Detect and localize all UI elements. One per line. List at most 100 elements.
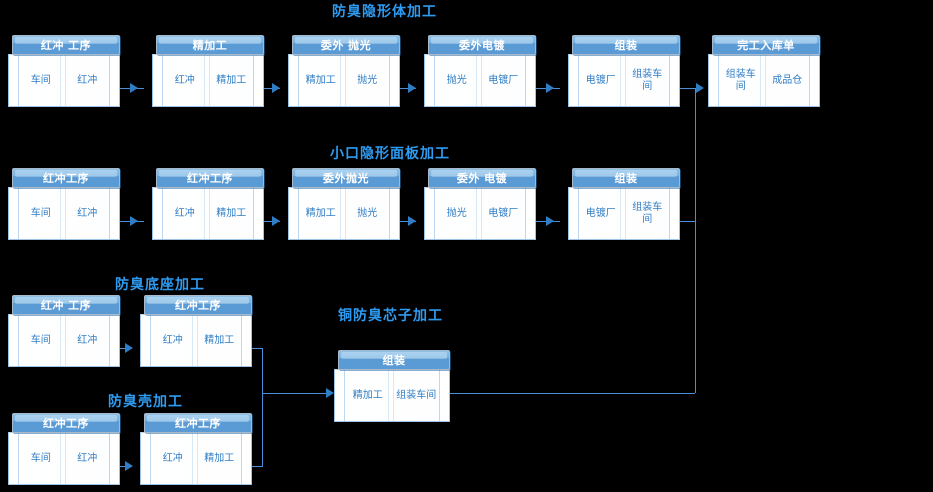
process-node-cell[interactable]: 红冲 xyxy=(162,452,183,464)
process-node-cell[interactable]: 抛光 xyxy=(339,188,391,239)
group-title: 防臭底座加工 xyxy=(115,277,205,293)
process-node-body: 组装车间成品仓 xyxy=(708,54,820,107)
process-node-cell[interactable]: 精加工 xyxy=(203,188,255,239)
process-node[interactable]: 红冲 工序车间红冲 xyxy=(8,35,120,107)
process-node-header[interactable]: 组装 xyxy=(572,168,680,188)
process-node-header[interactable]: 精加工 xyxy=(156,35,264,55)
process-node-cell[interactable]: 车间 xyxy=(30,334,51,346)
connector-arrow-icon xyxy=(696,83,704,93)
process-node-body: 抛光电镀厂 xyxy=(424,187,536,240)
process-node-body: 车间红冲 xyxy=(8,187,120,240)
process-node-cell[interactable]: 车间 xyxy=(30,452,51,464)
process-node[interactable]: 红冲 工序车间红冲 xyxy=(8,295,120,367)
process-node-cell[interactable]: 精加工 xyxy=(191,433,243,484)
process-node-header[interactable]: 红冲 工序 xyxy=(12,295,120,315)
process-node-body: 抛光电镀厂 xyxy=(424,54,536,107)
connector-arrow-icon xyxy=(272,216,280,226)
process-node-cell[interactable]: 红冲 xyxy=(174,207,195,219)
process-node[interactable]: 组装电镀厂组装车间 xyxy=(568,168,680,240)
process-node-body: 精加工抛光 xyxy=(288,54,400,107)
process-node-cell[interactable]: 组装车间 xyxy=(725,68,756,92)
process-node-header[interactable]: 红冲工序 xyxy=(156,168,264,188)
process-node-cell[interactable]: 红冲 xyxy=(59,188,111,239)
process-node-cell[interactable]: 车间 xyxy=(30,74,51,86)
process-node-cell[interactable]: 红冲 xyxy=(59,433,111,484)
process-node-body: 红冲精加工 xyxy=(152,187,264,240)
process-node-header[interactable]: 组装 xyxy=(338,350,450,370)
connector-arrow-icon xyxy=(546,216,554,226)
process-node-cell[interactable]: 组装车间 xyxy=(619,55,671,106)
process-node[interactable]: 红冲工序红冲精加工 xyxy=(140,413,252,485)
process-node-body: 车间红冲 xyxy=(8,54,120,107)
process-node-header[interactable]: 红冲工序 xyxy=(12,168,120,188)
process-node-cell[interactable]: 车间 xyxy=(30,207,51,219)
process-node-cell[interactable]: 电镀厂 xyxy=(475,55,527,106)
process-node-body: 车间红冲 xyxy=(8,314,120,367)
process-node-cell[interactable]: 成品仓 xyxy=(759,55,811,106)
process-node-cell[interactable]: 电镀厂 xyxy=(585,207,616,219)
connector-line-horizontal xyxy=(680,88,700,89)
process-node-cell[interactable]: 抛光 xyxy=(446,74,467,86)
connector-line-horizontal xyxy=(252,466,263,467)
connector-arrow-icon xyxy=(125,461,133,471)
process-node-header[interactable]: 红冲工序 xyxy=(144,295,252,315)
process-node-header[interactable]: 委外 抛光 xyxy=(292,35,400,55)
process-node[interactable]: 组装精加工组装车间 xyxy=(334,350,450,422)
process-node-cell[interactable]: 电镀厂 xyxy=(475,188,527,239)
process-node-body: 红冲精加工 xyxy=(140,432,252,485)
process-node-cell[interactable]: 精加工 xyxy=(352,389,383,401)
process-node-header[interactable]: 红冲工序 xyxy=(12,413,120,433)
group-title: 铜防臭芯子加工 xyxy=(338,308,443,324)
process-node[interactable]: 委外抛光精加工抛光 xyxy=(288,168,400,240)
process-node-body: 电镀厂组装车间 xyxy=(568,187,680,240)
process-node-cell[interactable]: 组装车间 xyxy=(619,188,671,239)
process-node-cell[interactable]: 红冲 xyxy=(59,315,111,366)
process-node[interactable]: 精加工红冲精加工 xyxy=(152,35,264,107)
process-node[interactable]: 红冲工序红冲精加工 xyxy=(152,168,264,240)
process-node-header[interactable]: 红冲工序 xyxy=(144,413,252,433)
process-node-header[interactable]: 委外抛光 xyxy=(292,168,400,188)
process-node-header[interactable]: 委外 电镀 xyxy=(428,168,536,188)
group-title: 防臭隐形体加工 xyxy=(332,4,437,20)
process-node-header[interactable]: 红冲 工序 xyxy=(12,35,120,55)
process-node-cell[interactable]: 抛光 xyxy=(339,55,391,106)
process-node[interactable]: 委外电镀抛光电镀厂 xyxy=(424,35,536,107)
process-node-cell[interactable]: 精加工 xyxy=(305,207,336,219)
process-node-cell[interactable]: 电镀厂 xyxy=(585,74,616,86)
process-node[interactable]: 红冲工序红冲精加工 xyxy=(140,295,252,367)
process-node[interactable]: 红冲工序车间红冲 xyxy=(8,168,120,240)
process-node[interactable]: 委外 电镀抛光电镀厂 xyxy=(424,168,536,240)
connector-arrow-icon xyxy=(408,216,416,226)
process-node-header[interactable]: 组装 xyxy=(572,35,680,55)
connector-arrow-icon xyxy=(130,83,138,93)
process-node[interactable]: 完工入库单组装车间成品仓 xyxy=(708,35,820,107)
group-title: 小口隐形面板加工 xyxy=(330,146,450,162)
process-node-cell[interactable]: 精加工 xyxy=(305,74,336,86)
process-node-cell[interactable]: 红冲 xyxy=(174,74,195,86)
process-node[interactable]: 红冲工序车间红冲 xyxy=(8,413,120,485)
connector-arrow-icon xyxy=(272,83,280,93)
process-node-cell[interactable]: 精加工 xyxy=(191,315,243,366)
connector-line-horizontal xyxy=(450,393,695,394)
group-title: 防臭壳加工 xyxy=(108,394,183,410)
process-node-cell[interactable]: 组装车间 xyxy=(387,370,441,421)
process-node-header[interactable]: 完工入库单 xyxy=(712,35,820,55)
process-node-body: 车间红冲 xyxy=(8,432,120,485)
connector-line-horizontal xyxy=(680,221,695,222)
process-node-body: 红冲精加工 xyxy=(140,314,252,367)
process-node-cell[interactable]: 精加工 xyxy=(203,55,255,106)
connector-line-horizontal xyxy=(252,348,263,349)
process-node-cell[interactable]: 红冲 xyxy=(59,55,111,106)
connector-line-vertical xyxy=(695,88,696,393)
process-node-header[interactable]: 委外电镀 xyxy=(428,35,536,55)
process-node-cell[interactable]: 红冲 xyxy=(162,334,183,346)
process-node-body: 精加工抛光 xyxy=(288,187,400,240)
process-node[interactable]: 组装电镀厂组装车间 xyxy=(568,35,680,107)
process-node-body: 电镀厂组装车间 xyxy=(568,54,680,107)
connector-arrow-icon xyxy=(408,83,416,93)
process-node-cell[interactable]: 抛光 xyxy=(446,207,467,219)
process-node[interactable]: 委外 抛光精加工抛光 xyxy=(288,35,400,107)
connector-line-vertical xyxy=(262,348,263,466)
process-node-body: 红冲精加工 xyxy=(152,54,264,107)
